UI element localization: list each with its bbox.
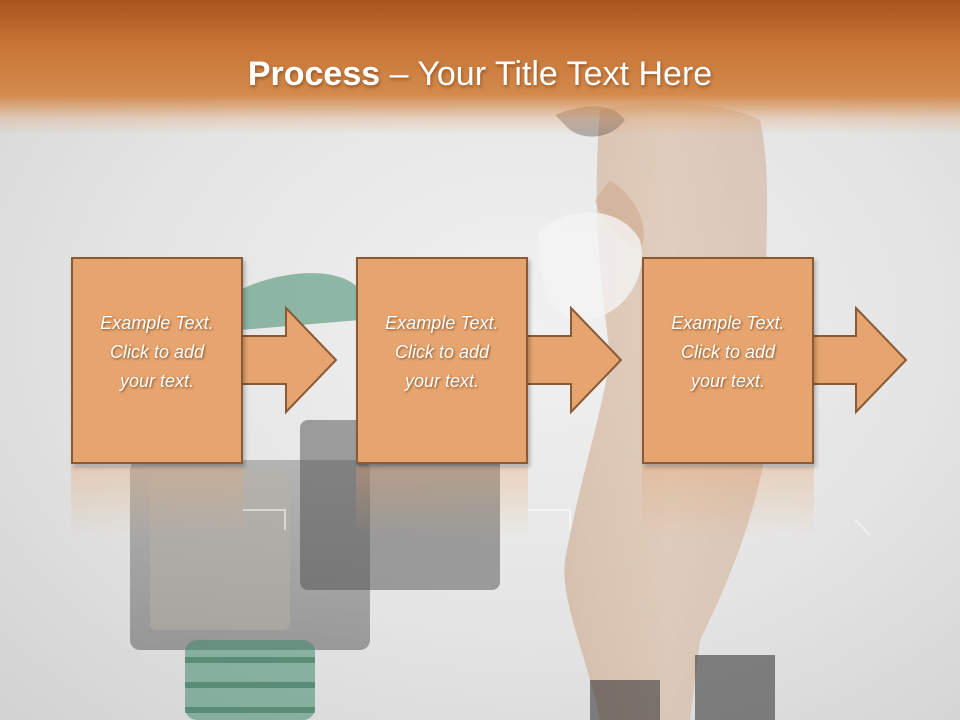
box-reflection	[642, 466, 814, 536]
boot-left-shape	[590, 680, 660, 720]
process-step-3[interactable]: Example Text. Click to add your text.	[642, 257, 814, 464]
process-arrow-2	[525, 306, 623, 415]
process-arrow-1	[240, 306, 338, 415]
step-3-text: Example Text. Click to add your text.	[671, 313, 785, 391]
glove-shape	[539, 212, 642, 320]
title-rest: – Your Title Text Here	[380, 55, 713, 93]
step-1-text: Example Text. Click to add your text.	[100, 313, 214, 391]
process-arrow-3	[810, 306, 908, 415]
slide-title[interactable]: Process – Your Title Text Here	[0, 52, 960, 96]
boot-right-shape	[695, 655, 775, 720]
step-2-text: Example Text. Click to add your text.	[385, 313, 499, 391]
box-reflection	[356, 466, 528, 536]
title-bold: Process	[247, 55, 381, 93]
header-band	[0, 0, 960, 135]
process-step-1[interactable]: Example Text. Click to add your text.	[71, 257, 243, 464]
box-reflection	[71, 466, 243, 536]
process-step-2[interactable]: Example Text. Click to add your text.	[356, 257, 528, 464]
machine-top-shape	[240, 273, 360, 330]
